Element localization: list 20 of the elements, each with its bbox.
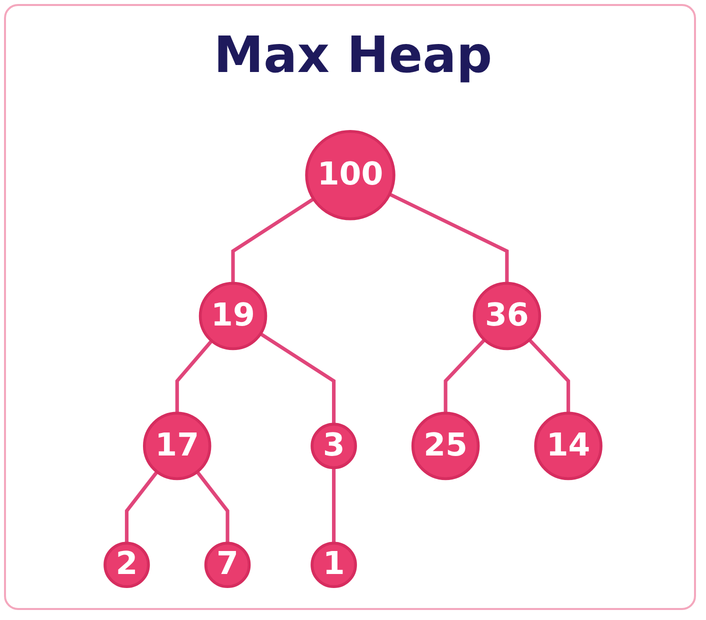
node-circle: 7 xyxy=(204,542,251,588)
node-circle: 19 xyxy=(198,282,268,350)
connector xyxy=(528,338,570,414)
connector xyxy=(444,338,486,414)
node-circle: 14 xyxy=(534,412,602,480)
connector xyxy=(124,470,158,544)
node-circle: 25 xyxy=(411,412,480,480)
connector xyxy=(196,470,230,544)
title: Max Heap xyxy=(212,26,494,84)
node-circle: 17 xyxy=(142,412,212,480)
node-circle: 2 xyxy=(104,542,150,588)
connector xyxy=(388,192,509,284)
node-circle: 100 xyxy=(305,130,396,220)
connector xyxy=(332,468,336,544)
connector xyxy=(175,340,214,414)
node-circle: 1 xyxy=(310,542,357,588)
connector xyxy=(260,332,336,424)
node-circle: 3 xyxy=(310,422,357,470)
node-circle: 36 xyxy=(472,282,542,350)
connector xyxy=(231,197,315,284)
